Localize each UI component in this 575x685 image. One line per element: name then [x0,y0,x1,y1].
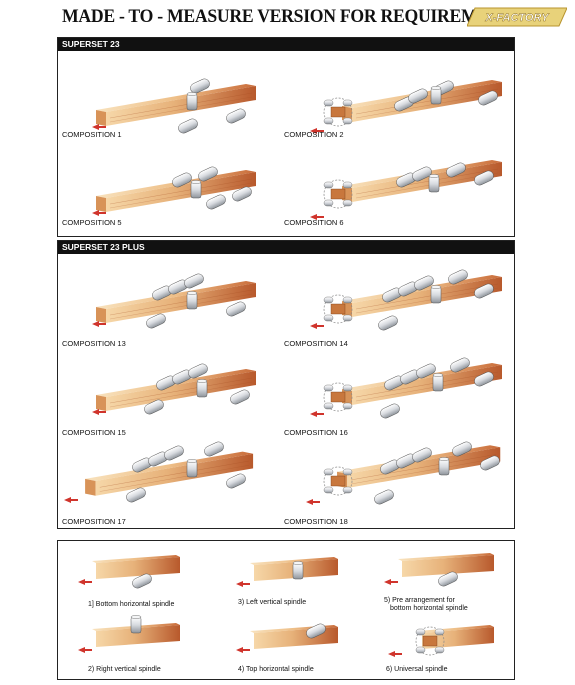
legend-item-3: 3) Left vertical spindle [238,599,307,606]
superset-23-plus-panel: SUPERSET 23 PLUS COMPOSITION 13 COMPOSIT… [57,240,515,529]
composition-label: COMPOSITION 18 [284,517,348,526]
top-horizontal-spindle-illustration [236,621,338,653]
legend-item-5: 5) Pre arrangement for [384,597,455,604]
composition-label: COMPOSITION 13 [62,339,126,348]
panel-heading: SUPERSET 23 [58,38,514,51]
composition-label: COMPOSITION 2 [284,130,344,139]
legend-item-5-cont: bottom horizontal spindle [390,605,468,612]
bottom-horizontal-spindle-illustration [78,555,180,591]
universal-spindle-illustration [388,625,494,657]
composition-16-illustration [310,355,503,421]
composition-15-illustration [92,361,257,417]
panel-heading: SUPERSET 23 PLUS [58,241,514,254]
composition-17-illustration [64,439,254,505]
pre-arrangement-spindle-illustration [384,553,494,589]
composition-label: COMPOSITION 5 [62,218,122,227]
legend-item-6: 6) Universal spindle [386,666,448,673]
composition-label: COMPOSITION 14 [284,339,348,348]
superset-23-panel: SUPERSET 23 COMPOSITION 1 COMPOSITION 2 … [57,37,515,237]
composition-label: COMPOSITION 17 [62,517,126,526]
legend-item-4: 4) Top horizontal spindle [238,666,314,673]
right-vertical-spindle-illustration [78,615,180,653]
spindle-legend-panel: 1] Bottom horizontal spindle 3) Left ver… [57,540,515,680]
page-title: MADE - TO - MEASURE VERSION FOR REQUIREM… [62,6,523,27]
composition-label: COMPOSITION 6 [284,218,344,227]
composition-18-illustration [306,439,502,507]
svg-text:X-FACTORY: X-FACTORY [484,12,550,24]
brand-logo: X-FACTORY [467,7,567,27]
left-vertical-spindle-illustration [236,557,338,587]
composition-label: COMPOSITION 15 [62,428,126,437]
composition-14-illustration [310,267,503,333]
legend-item-2: 2) Right vertical spindle [88,666,161,673]
legend-item-1: 1] Bottom horizontal spindle [88,601,175,608]
composition-label: COMPOSITION 1 [62,130,122,139]
composition-13-illustration [92,271,257,331]
composition-label: COMPOSITION 16 [284,428,348,437]
